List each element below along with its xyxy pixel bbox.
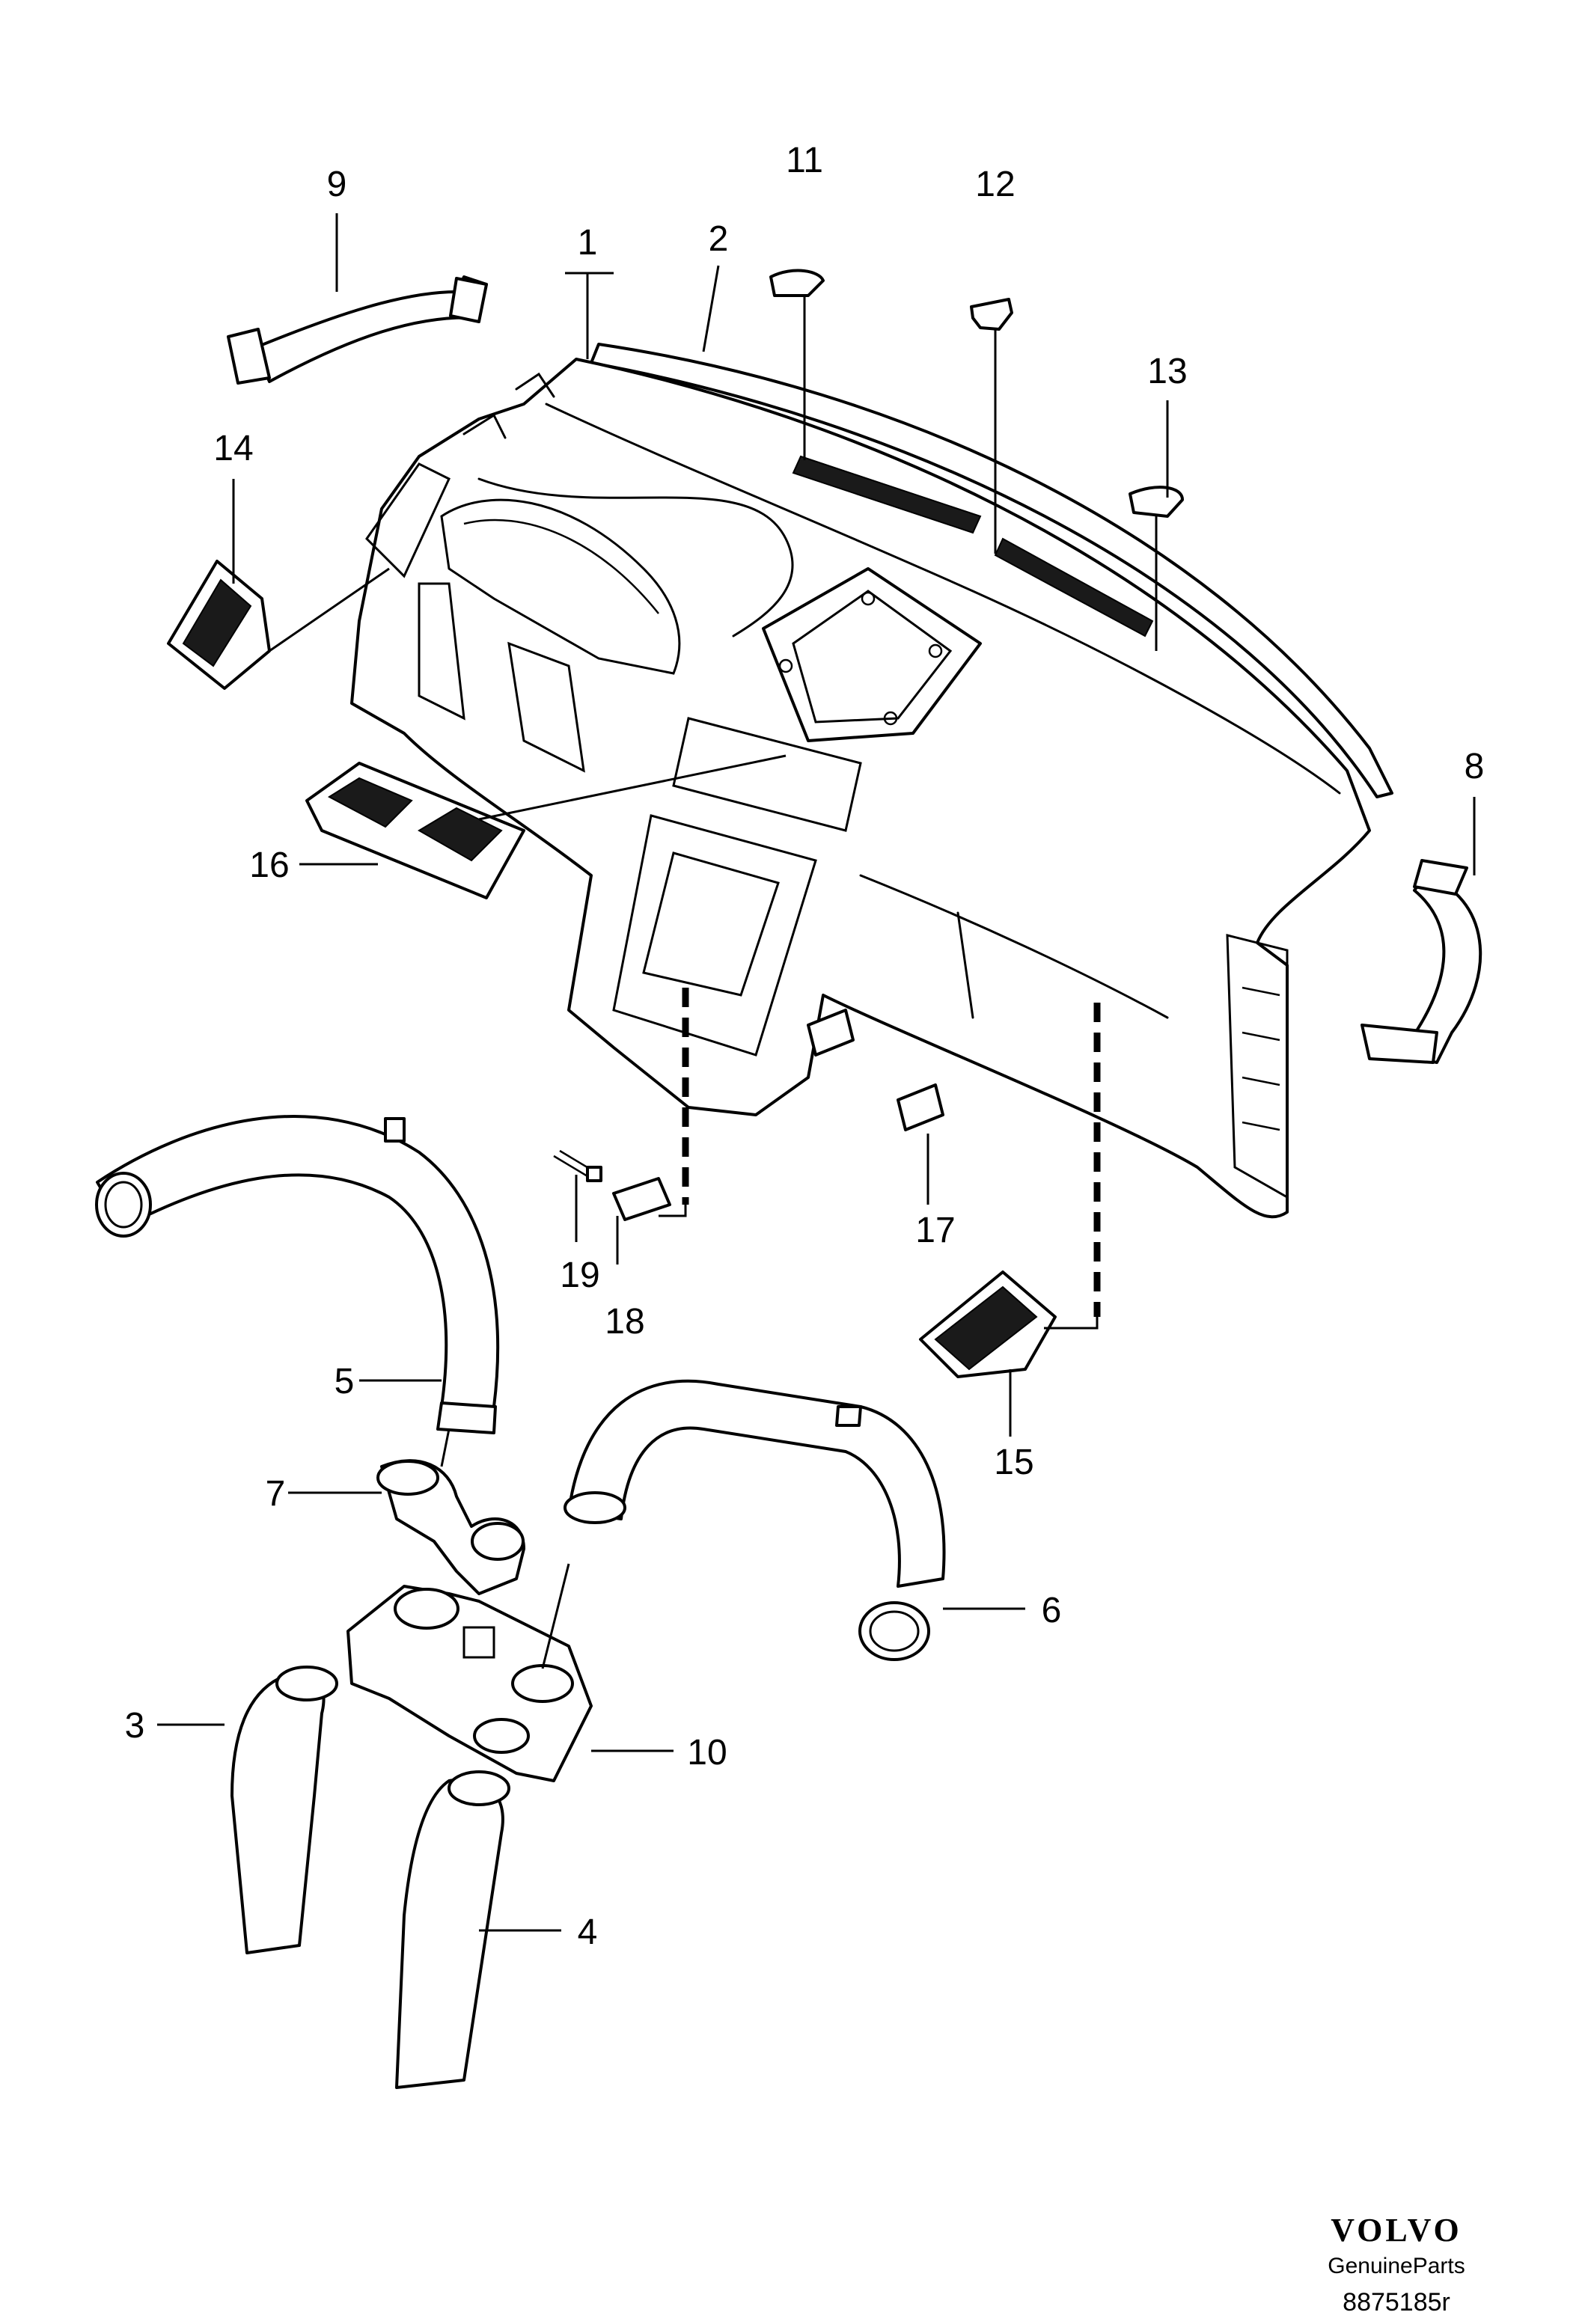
callout-16: 16 [249,845,289,885]
part-14-air-vent-left [167,560,271,690]
callout-17: 17 [915,1211,955,1250]
callout-13: 13 [1147,352,1187,391]
callout-3: 3 [125,1706,145,1746]
callout-12: 12 [975,165,1015,204]
callout-10: 10 [687,1733,727,1773]
part-4-footwell-duct [395,1770,510,2089]
callout-6: 6 [1042,1591,1062,1630]
part-16-air-vent-centre [305,762,525,899]
callout-7: 7 [266,1474,286,1514]
callout-19: 19 [560,1256,599,1295]
part-8-side-window-duct-right [1361,859,1482,1064]
callout-15: 15 [994,1443,1033,1482]
callout-9: 9 [327,165,347,204]
callout-1: 1 [578,223,598,263]
part-11-cover [769,269,825,297]
part-2-defroster-strip [590,343,1393,798]
part-18-plate [612,1177,671,1221]
leader-lines [157,213,1476,1932]
callout-2: 2 [709,219,729,259]
callout-labels: 9 1 2 11 12 13 14 8 16 17 19 18 15 5 7 6… [125,141,1485,1952]
diagram-reference-number: 8875185r [1343,2288,1450,2317]
callout-18: 18 [605,1302,644,1342]
part-13-cover [1129,486,1184,518]
callout-5: 5 [335,1362,355,1401]
callout-8: 8 [1465,747,1485,786]
part-10-distribution-housing [346,1585,593,1782]
part-6-air-duct [564,1379,946,1661]
part-9-side-window-duct-left [227,275,488,385]
part-7-y-connector [376,1459,525,1595]
brand-tagline: GenuineParts [1328,2254,1465,2278]
part-12-clip [970,298,1013,331]
part-15-air-vent-right [919,1270,1057,1378]
part-19-screw [553,1149,602,1182]
part-3-footwell-duct [230,1666,338,1954]
part-5-air-duct [95,1115,500,1434]
callout-11: 11 [786,141,823,180]
part-17-blanking-plate [897,1083,944,1131]
volvo-logo: VOLVO [1331,2212,1462,2248]
callout-4: 4 [578,1912,598,1952]
assembly-guide-lines [659,988,1101,1330]
callout-14: 14 [213,429,253,468]
part-1-dashboard-panel [350,358,1371,1219]
